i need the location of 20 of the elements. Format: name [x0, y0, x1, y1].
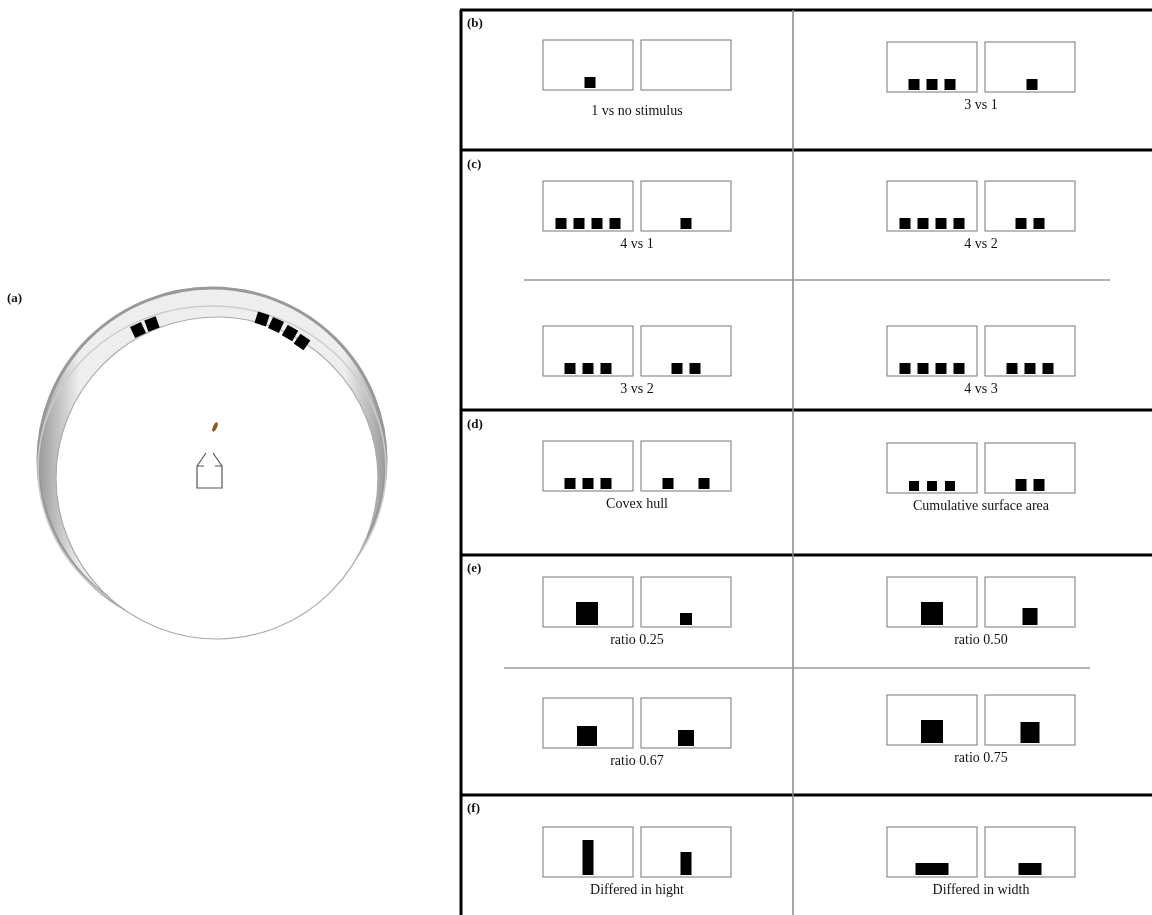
panel-letter: (c): [467, 156, 482, 172]
condition-caption: ratio 0.25: [610, 632, 664, 648]
condition-caption: 4 vs 1: [620, 236, 654, 252]
panel-letter: (f): [467, 800, 480, 816]
condition-caption: 4 vs 3: [964, 381, 998, 397]
panel-letter: (b): [467, 15, 483, 31]
panel-letter: (a): [7, 290, 23, 306]
condition-caption: 1 vs no stimulus: [591, 103, 683, 119]
condition-caption: ratio 0.50: [954, 632, 1008, 648]
condition-caption: Cumulative surface area: [913, 498, 1049, 514]
panel-letter: (e): [467, 560, 482, 576]
condition-caption: Differed in hight: [590, 882, 684, 898]
condition-caption: ratio 0.67: [610, 753, 664, 769]
condition-caption: 3 vs 1: [964, 97, 998, 113]
panel-letter: (d): [467, 416, 483, 432]
condition-caption: 3 vs 2: [620, 381, 654, 397]
condition-caption: ratio 0.75: [954, 750, 1008, 766]
condition-caption: Differed in width: [932, 882, 1030, 898]
condition-caption: 4 vs 2: [964, 236, 998, 252]
condition-caption: Covex hull: [606, 496, 668, 512]
